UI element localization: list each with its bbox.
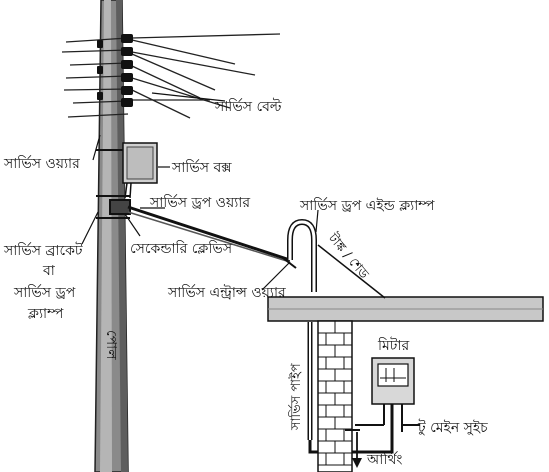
roof-slab — [268, 297, 543, 321]
label-service-entrance-wire: সার্ভিস এন্ট্রান্স ওয়্যার — [167, 284, 286, 301]
label-service-bracket-line3: সার্ভিস ড্রপ — [13, 284, 76, 301]
label-service-bracket-line2: বা — [42, 263, 56, 279]
label-pole: পোল — [103, 330, 119, 360]
label-service-bracket-line4: ক্ল্যাম্প — [27, 306, 64, 322]
label-service-box: সার্ভিস বক্স — [171, 159, 232, 176]
label-service-wire: সার্ভিস ওয়্যার — [3, 155, 80, 172]
service-box — [123, 143, 157, 198]
label-service-belt: সার্ভিস বেল্ট — [214, 98, 282, 115]
label-meter: মিটার — [377, 337, 409, 354]
label-earthing: আর্থিং — [366, 451, 402, 468]
label-service-pipe: সার্ভিস পাইপ — [288, 363, 304, 431]
labels: সার্ভিস বেল্ট সার্ভিস ওয়্যার সার্ভিস বক… — [3, 98, 488, 468]
label-service-drop-end-clamp: সার্ভিস ড্রপ এইন্ড ক্ল্যাম্প — [299, 197, 435, 214]
label-service-drop-wire: সার্ভিস ড্রপ ওয়্যার — [149, 194, 250, 211]
earthing-arrow — [352, 432, 362, 468]
label-to-main-switch: টু মেইন সুইচ — [417, 419, 488, 436]
energy-meter — [372, 358, 414, 404]
brick-wall — [318, 321, 352, 472]
label-service-bracket-line1: সার্ভিস ব্রাকেট — [3, 242, 83, 259]
meter-wiring — [345, 404, 420, 432]
label-secondary-clevis: সেকেন্ডারি ক্লেভিস — [130, 240, 233, 257]
